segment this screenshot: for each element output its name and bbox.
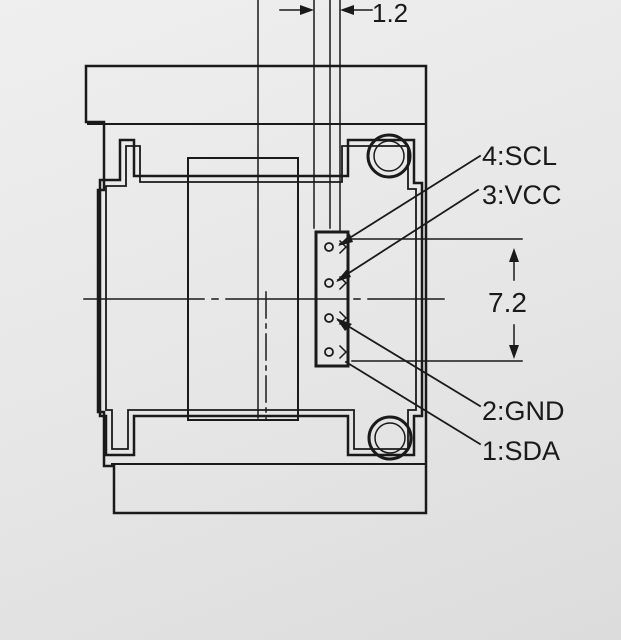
pitch-dim-label: 1.2 [372,0,408,28]
inner-frame-outer [98,138,424,457]
leader-vcc-arrow [336,269,351,282]
leader-scl [338,154,482,246]
leader-vcc [336,188,480,282]
inner-frame-inner [105,145,417,450]
pin-1-pad [324,347,334,357]
pitch-arrow-left [300,5,314,15]
leader-sda [344,360,482,446]
pin-3-pad [324,278,334,288]
span-arrow-top [509,248,519,262]
leader-gnd-arrow [336,318,352,331]
pin-label-vcc: 3:VCC [482,180,562,210]
pin-label-gnd: 2:GND [482,396,565,426]
mount-hole-top [366,133,412,179]
pin-label-sda: 1:SDA [482,436,560,466]
module-outline [84,64,428,515]
span-dim-label: 7.2 [488,287,527,318]
sensor-window [187,157,299,421]
mount-hole-bottom-inner [374,422,406,454]
pin-label-scl: 4:SCL [482,141,557,171]
mount-hole-top-inner [373,140,405,172]
pitch-arrow-right [340,5,354,15]
pin-4-pad [324,242,334,252]
span-arrow-bottom [509,345,519,359]
pin-1-mark [338,344,348,360]
leader-gnd [336,318,482,408]
pin-connector [314,230,350,368]
leader-scl-arrow [338,234,353,246]
mount-hole-bottom [367,415,413,461]
pin-2-pad [324,313,334,323]
